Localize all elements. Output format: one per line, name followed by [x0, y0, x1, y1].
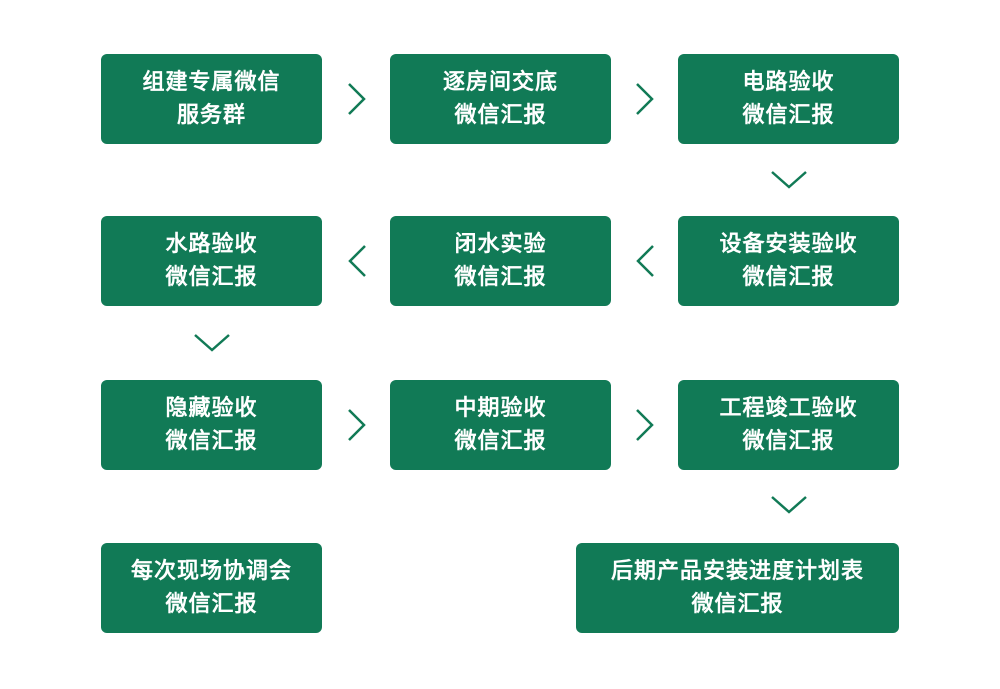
chevron-right-icon	[635, 82, 655, 116]
step-box-electrical-inspection: 电路验收 微信汇报	[678, 54, 899, 144]
chevron-right-icon	[347, 82, 367, 116]
step-box-room-briefing: 逐房间交底 微信汇报	[390, 54, 611, 144]
chevron-down-icon	[770, 170, 808, 190]
step-box-equipment-inspection: 设备安装验收 微信汇报	[678, 216, 899, 306]
step-box-completion-inspection: 工程竣工验收 微信汇报	[678, 380, 899, 470]
step-box-plumbing-inspection: 水路验收 微信汇报	[101, 216, 322, 306]
step-label: 隐藏验收	[165, 396, 258, 421]
step-box-concealed-inspection: 隐藏验收 微信汇报	[101, 380, 322, 470]
chevron-down-icon	[770, 495, 808, 515]
step-label: 后期产品安装进度计划表	[610, 559, 864, 584]
step-box-site-meeting: 每次现场协调会 微信汇报	[101, 543, 322, 633]
step-label: 闭水实验	[454, 232, 547, 257]
step-box-midterm-inspection: 中期验收 微信汇报	[390, 380, 611, 470]
step-box-wechat-group: 组建专属微信 服务群	[101, 54, 322, 144]
chevron-right-icon	[635, 408, 655, 442]
step-sublabel: 微信汇报	[742, 265, 835, 290]
step-label: 中期验收	[454, 396, 547, 421]
chevron-down-icon	[193, 333, 231, 353]
step-sublabel: 服务群	[176, 103, 246, 128]
step-label: 组建专属微信	[142, 70, 281, 95]
step-box-product-installation-schedule: 后期产品安装进度计划表 微信汇报	[576, 543, 899, 633]
step-label: 工程竣工验收	[719, 396, 858, 421]
step-sublabel: 微信汇报	[454, 429, 547, 454]
step-sublabel: 微信汇报	[165, 429, 258, 454]
step-label: 逐房间交底	[442, 70, 558, 95]
step-label: 水路验收	[165, 232, 258, 257]
step-box-water-test: 闭水实验 微信汇报	[390, 216, 611, 306]
step-label: 设备安装验收	[719, 232, 858, 257]
step-sublabel: 微信汇报	[165, 592, 258, 617]
step-sublabel: 微信汇报	[691, 592, 784, 617]
step-sublabel: 微信汇报	[742, 103, 835, 128]
chevron-left-icon	[635, 244, 655, 278]
step-label: 每次现场协调会	[130, 559, 292, 584]
step-sublabel: 微信汇报	[454, 103, 547, 128]
step-label: 电路验收	[742, 70, 835, 95]
step-sublabel: 微信汇报	[742, 429, 835, 454]
chevron-right-icon	[347, 408, 367, 442]
step-sublabel: 微信汇报	[454, 265, 547, 290]
step-sublabel: 微信汇报	[165, 265, 258, 290]
chevron-left-icon	[347, 244, 367, 278]
